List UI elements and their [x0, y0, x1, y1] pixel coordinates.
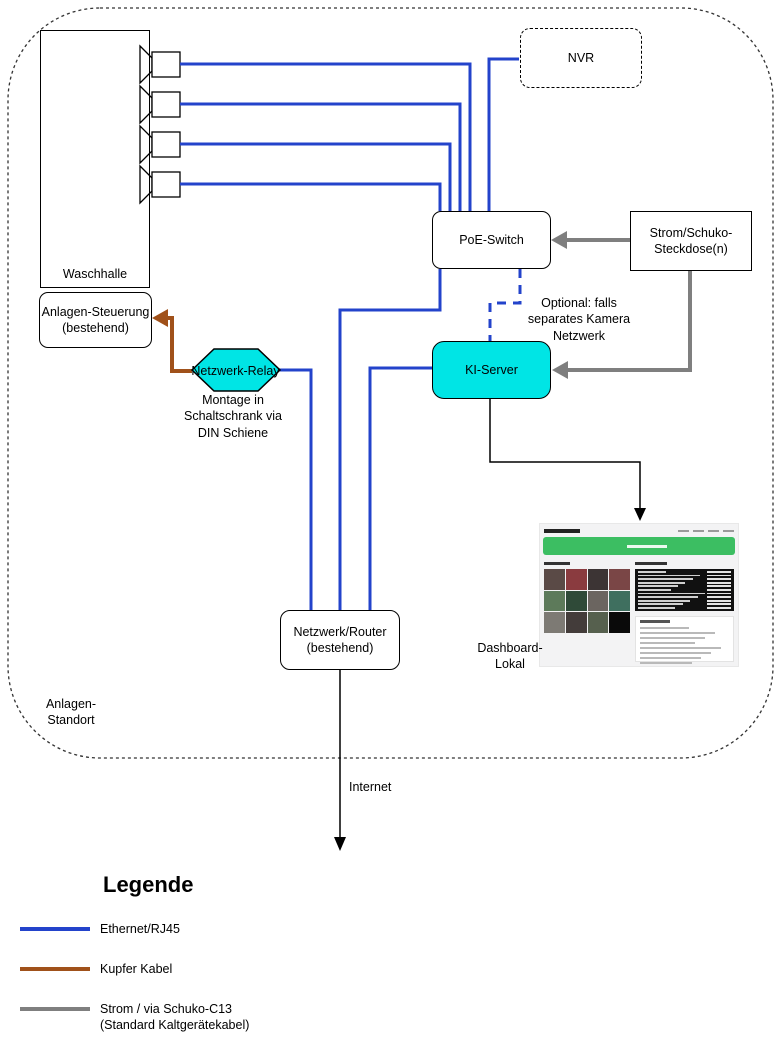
- camera-thumbnail: [609, 612, 630, 633]
- dashboard-camera-section-title: [544, 562, 570, 565]
- dashboard-logo: [544, 529, 580, 533]
- dashboard-note-title: [640, 620, 670, 623]
- dashboard-green-banner: [543, 537, 735, 555]
- log-row: [638, 571, 731, 573]
- camera-thumbnail: [565, 590, 587, 612]
- dashboard-nav-link: [678, 530, 689, 532]
- log-row: [638, 607, 731, 609]
- nvr-box: NVR: [520, 28, 642, 88]
- camera-thumbnail: [544, 590, 565, 612]
- ethernet-optional-switch-to-kiserver: [488, 269, 522, 341]
- anlagen-steuerung-label-1: Anlagen-Steuerung: [41, 304, 150, 319]
- dashboard-nav-link: [708, 530, 719, 532]
- dashboard-label: Dashboard- Lokal: [477, 641, 543, 672]
- dashboard-body: [540, 555, 738, 664]
- log-row: [638, 596, 731, 599]
- log-row: [638, 592, 731, 595]
- log-row: [638, 585, 731, 588]
- legend-row-copper: Kupfer Kabel: [20, 961, 172, 977]
- log-row: [638, 578, 731, 581]
- netzwerk-relay-label: Netzwerk-Relay: [191, 364, 280, 378]
- anlagen-steuerung-label-2: (bestehend): [62, 321, 129, 335]
- camera-thumbnail: [544, 569, 565, 590]
- dashboard-log-section-title: [635, 562, 667, 565]
- dashboard-preview: [540, 524, 738, 666]
- note-row: [640, 646, 721, 649]
- legend-row-power: Strom / via Schuko-C13 (Standard Kaltger…: [20, 1001, 249, 1034]
- dashboard-thumbnail-grid: [544, 569, 630, 633]
- note-row: [640, 641, 696, 644]
- note-row: [640, 636, 705, 639]
- camera-thumbnail: [565, 569, 587, 590]
- dashboard-note-rows: [640, 627, 729, 664]
- note-row: [640, 656, 702, 659]
- power-arrowhead-switch: [551, 231, 567, 249]
- dashboard-nav-link: [693, 530, 704, 532]
- camera-thumbnail: [565, 612, 587, 633]
- log-row: [638, 603, 731, 606]
- dashboard-log-panel: [635, 569, 734, 611]
- note-row: [640, 651, 712, 654]
- log-row: [638, 589, 731, 591]
- legend-label-copper: Kupfer Kabel: [100, 962, 173, 976]
- camera-thumbnail: [587, 590, 609, 612]
- anlagen-steuerung-box: Anlagen-Steuerung (bestehend): [39, 292, 152, 348]
- camera-thumbnail: [544, 612, 565, 633]
- log-row: [638, 581, 731, 584]
- kiserver-to-dashboard-line: [489, 399, 641, 509]
- dashboard-log-column: [635, 560, 734, 664]
- ethernet-camera2-to-switch: [180, 102, 462, 211]
- strom-steckdose-label-1: Strom/Schuko-: [649, 225, 733, 240]
- dashboard-arrowhead: [634, 508, 646, 521]
- log-row: [638, 574, 731, 577]
- router-box: Netzwerk/Router (bestehend): [280, 610, 400, 670]
- camera-thumbnail: [609, 569, 630, 590]
- ethernet-switch-to-nvr: [487, 57, 519, 211]
- ethernet-kiserver-to-router: [368, 366, 432, 610]
- ethernet-switch-to-router: [338, 269, 442, 610]
- legend-row-ethernet: Ethernet/RJ45: [20, 921, 180, 937]
- legend-label-ethernet: Ethernet/RJ45: [100, 922, 180, 936]
- poe-switch-box: PoE-Switch: [432, 211, 551, 269]
- ethernet-camera3-to-switch: [180, 142, 452, 211]
- dashboard-nav-links: [678, 530, 734, 532]
- camera-thumbnail: [609, 590, 630, 612]
- dashboard-preview-header: [540, 524, 738, 536]
- note-row: [640, 661, 692, 664]
- ki-server-box: KI-Server: [432, 341, 551, 399]
- ethernet-camera1-to-switch: [180, 62, 472, 211]
- optional-note: Optional: falls separates Kamera Netzwer…: [527, 296, 631, 343]
- note-row: [640, 631, 715, 634]
- log-row: [638, 599, 731, 602]
- legend-swatch-ethernet: [20, 927, 90, 931]
- dashboard-note-card: [635, 616, 734, 664]
- strom-steckdose-label-2: Steckdose(n): [654, 242, 728, 256]
- poe-switch-label: PoE-Switch: [459, 232, 524, 247]
- copper-arrowhead: [152, 309, 168, 327]
- dashboard-nav-link: [723, 530, 734, 532]
- note-row: [640, 627, 689, 629]
- relay-note: Montage in Schaltschrank via DIN Schiene: [184, 393, 282, 440]
- router-label-1: Netzwerk/Router: [293, 624, 387, 639]
- strom-steckdose-box: Strom/Schuko- Steckdose(n): [630, 211, 752, 271]
- waschhalle-box: Waschhalle: [40, 30, 150, 288]
- camera-thumbnail: [587, 612, 609, 633]
- router-label-2: (bestehend): [306, 641, 374, 655]
- legend-swatch-power: [20, 1007, 90, 1011]
- nvr-label: NVR: [567, 50, 595, 65]
- legend-title: Legende: [103, 872, 194, 897]
- legend-swatch-copper: [20, 967, 90, 971]
- power-arrowhead-kiserver: [552, 361, 568, 379]
- internet-label: Internet: [349, 780, 392, 794]
- ethernet-camera4-to-switch: [180, 182, 442, 211]
- legend-label-power: Strom / via Schuko-C13 (Standard Kaltger…: [100, 1002, 250, 1033]
- ki-server-label: KI-Server: [465, 362, 518, 377]
- site-label: Anlagen- Standort: [45, 697, 97, 728]
- waschhalle-label: Waschhalle: [62, 266, 128, 281]
- dashboard-camera-column: [544, 560, 630, 662]
- internet-arrowhead: [334, 837, 346, 851]
- dashboard-banner-text: [627, 545, 668, 548]
- camera-thumbnail: [587, 569, 609, 590]
